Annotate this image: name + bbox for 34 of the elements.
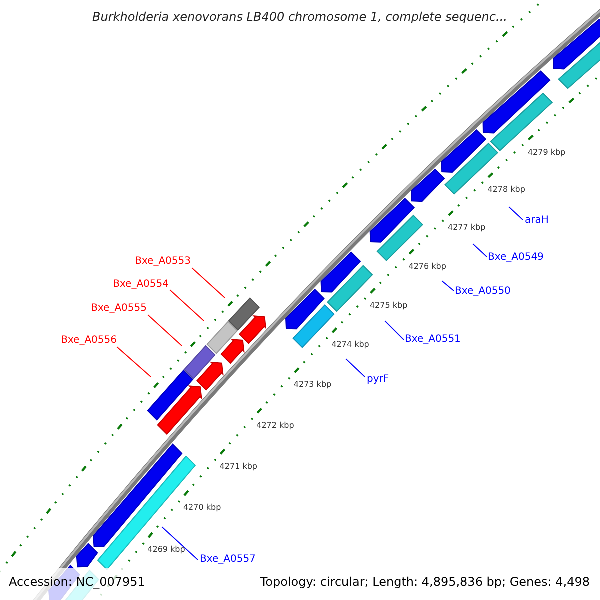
gene-label: Bxe_A0551 xyxy=(405,334,461,346)
gene-label: Bxe_A0549 xyxy=(488,252,544,264)
gene-label: Bxe_A0557 xyxy=(200,554,256,566)
tick-label: 4273 kbp xyxy=(294,380,332,390)
gene-label: Bxe_A0554 xyxy=(113,279,169,291)
leader-line xyxy=(148,314,182,346)
tick-label: 4271 kbp xyxy=(220,462,258,472)
leader-line xyxy=(346,358,366,378)
gene-label: araH xyxy=(525,215,549,227)
tick-label: 4272 kbp xyxy=(256,420,294,431)
tick-label: 4276 kbp xyxy=(408,262,446,272)
gene-label: Bxe_A0556 xyxy=(61,335,117,347)
genome-info-label: Topology: circular; Length: 4,895,836 bp; Genes: 4,498 xyxy=(260,575,590,589)
tick-label: 4278 kbp xyxy=(488,185,526,196)
tick-label: 4275 kbp xyxy=(370,300,408,311)
tick-label: 4277 kbp xyxy=(448,223,486,234)
gene-label: Bxe_A0553 xyxy=(135,256,191,268)
leader-line xyxy=(508,206,524,220)
leader-line xyxy=(472,244,488,258)
gene-label: pyrF xyxy=(367,374,390,386)
leader-line xyxy=(192,268,226,298)
gene-label: Bxe_A0555 xyxy=(91,303,147,315)
tick-label: 4274 kbp xyxy=(332,340,370,350)
leader-line xyxy=(442,280,454,292)
gene-label: Bxe_A0550 xyxy=(455,286,511,298)
leader-line xyxy=(116,346,152,378)
accession-label: Accession: NC_007951 xyxy=(9,575,146,589)
map-title: Burkholderia xenovorans LB400 chromosome 1, complete sequenc... xyxy=(92,10,508,24)
tick-label: 4270 kbp xyxy=(183,503,222,514)
leader-line xyxy=(162,526,198,560)
tick-label: 4269 kbp xyxy=(148,545,186,556)
tick-label: 4279 kbp xyxy=(528,148,566,158)
leader-line xyxy=(170,290,204,322)
leader-line xyxy=(384,320,404,340)
